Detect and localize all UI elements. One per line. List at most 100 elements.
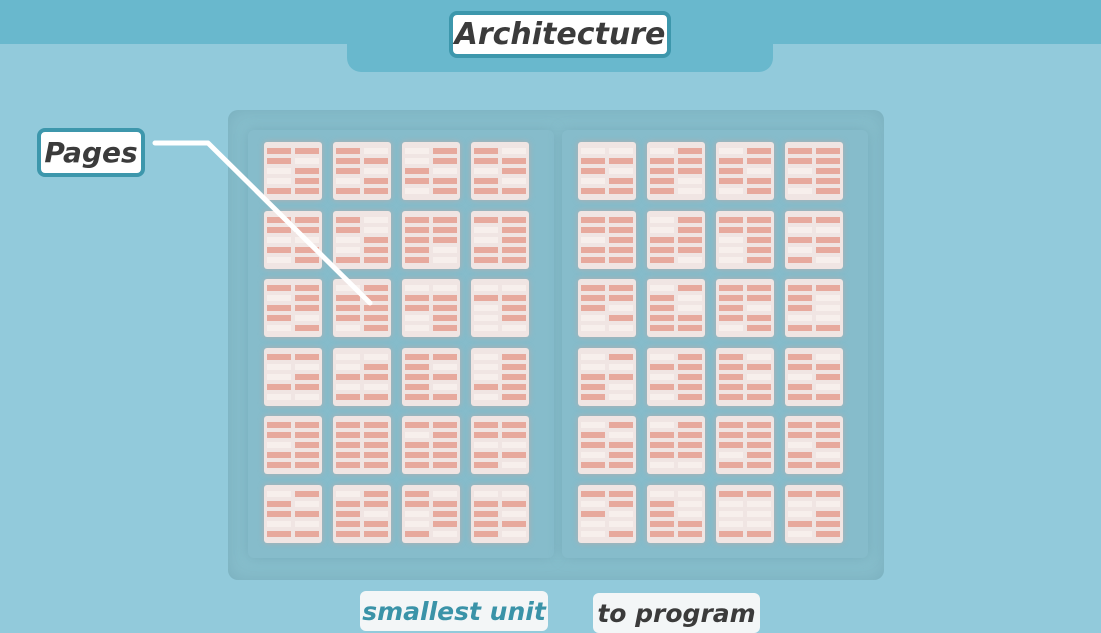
page	[474, 462, 498, 468]
plane-left	[248, 130, 554, 558]
page	[678, 462, 702, 468]
block	[785, 416, 843, 474]
page	[502, 236, 526, 243]
page	[336, 490, 360, 497]
page	[816, 236, 840, 243]
block	[264, 416, 322, 474]
page	[295, 432, 319, 438]
page	[405, 442, 429, 448]
page	[336, 178, 360, 184]
page	[433, 216, 457, 223]
page	[405, 178, 429, 184]
page	[336, 236, 360, 243]
block	[471, 347, 529, 406]
page	[609, 158, 633, 164]
page	[719, 148, 743, 154]
page	[405, 158, 429, 164]
page	[433, 452, 457, 458]
page	[816, 432, 840, 438]
caption-smallest-unit: smallest unit	[360, 591, 548, 631]
page	[502, 393, 526, 400]
page	[267, 315, 291, 321]
page	[267, 373, 291, 380]
page	[433, 305, 457, 311]
page	[747, 442, 771, 448]
page	[788, 285, 812, 291]
page	[788, 246, 812, 253]
page	[650, 383, 674, 390]
page	[502, 256, 526, 263]
page	[788, 315, 812, 321]
page	[816, 246, 840, 253]
page	[405, 188, 429, 194]
page	[433, 510, 457, 517]
page	[609, 510, 633, 517]
page	[816, 158, 840, 164]
page	[336, 216, 360, 223]
page	[364, 530, 388, 537]
page	[364, 442, 388, 448]
page	[364, 510, 388, 517]
page	[719, 442, 743, 448]
page	[788, 510, 812, 517]
page	[816, 373, 840, 380]
page	[678, 432, 702, 438]
page	[747, 393, 771, 400]
page	[788, 216, 812, 223]
page	[364, 178, 388, 184]
page	[474, 432, 498, 438]
page	[609, 383, 633, 390]
page	[609, 188, 633, 194]
page	[650, 305, 674, 311]
page	[474, 256, 498, 263]
page	[678, 422, 702, 428]
page	[581, 295, 605, 301]
page	[678, 158, 702, 164]
page	[581, 246, 605, 253]
page	[678, 256, 702, 263]
page	[502, 530, 526, 537]
page	[364, 188, 388, 194]
page	[816, 510, 840, 517]
page	[581, 188, 605, 194]
page	[678, 315, 702, 321]
page	[364, 520, 388, 527]
page	[474, 226, 498, 233]
page	[581, 216, 605, 223]
page	[581, 325, 605, 331]
page	[295, 490, 319, 497]
page	[609, 462, 633, 468]
page	[747, 500, 771, 507]
page	[433, 295, 457, 301]
page	[788, 325, 812, 331]
page	[650, 373, 674, 380]
page	[581, 530, 605, 537]
page	[719, 422, 743, 428]
page	[581, 158, 605, 164]
page	[747, 530, 771, 537]
page	[267, 216, 291, 223]
page	[267, 226, 291, 233]
page	[816, 325, 840, 331]
page	[816, 295, 840, 301]
page	[650, 353, 674, 360]
page	[650, 226, 674, 233]
page	[405, 490, 429, 497]
page	[816, 383, 840, 390]
page	[581, 148, 605, 154]
page	[609, 236, 633, 243]
page	[336, 363, 360, 370]
page	[295, 373, 319, 380]
page	[747, 295, 771, 301]
page	[405, 510, 429, 517]
page	[364, 363, 388, 370]
page	[502, 168, 526, 174]
page	[788, 226, 812, 233]
page	[405, 226, 429, 233]
page	[502, 148, 526, 154]
page	[719, 383, 743, 390]
page	[433, 520, 457, 527]
page	[609, 363, 633, 370]
block	[333, 347, 391, 406]
page	[719, 510, 743, 517]
